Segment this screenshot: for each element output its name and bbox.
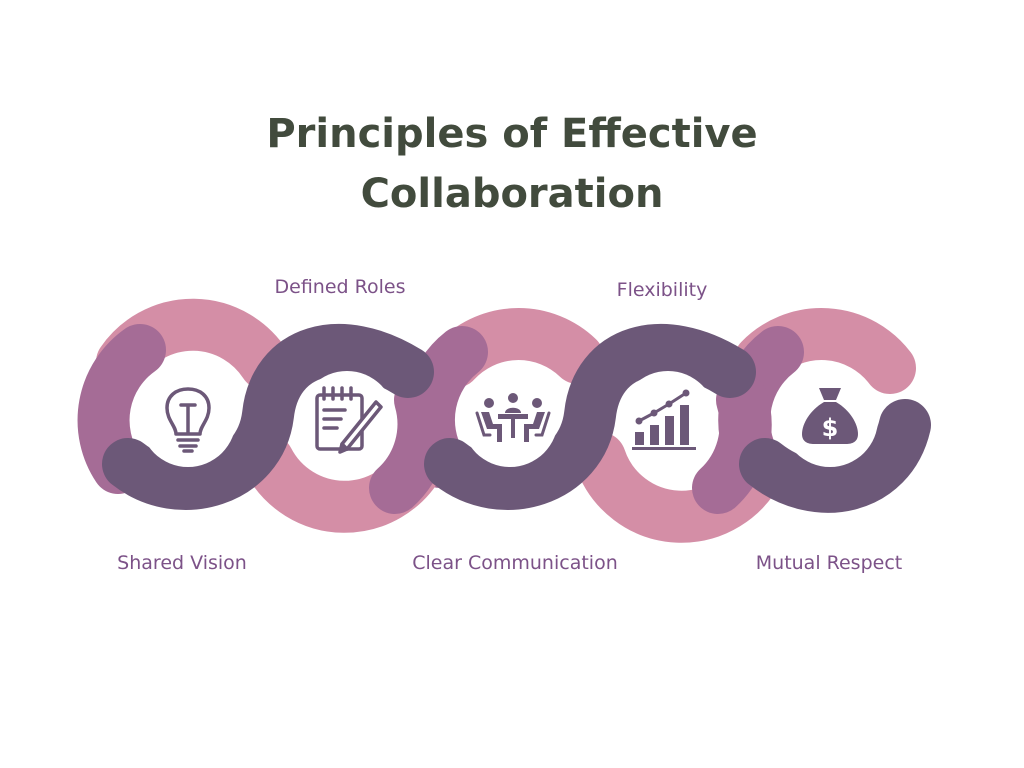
band-purple-1: [102, 324, 434, 510]
principle-label-defined-roles: Defined Roles: [274, 276, 406, 298]
meeting-table-icon: [475, 393, 551, 442]
notepad-pencil-icon: [315, 386, 383, 454]
chain-bands-front: [102, 324, 931, 513]
page-title: Principles of Effective Collaboration: [0, 104, 1024, 224]
icon-circle-2: [299, 371, 395, 467]
band-mauve-4: [369, 374, 450, 514]
title-line-2: Collaboration: [360, 171, 664, 217]
lightbulb-icon: [165, 387, 211, 453]
principle-label-flexibility: Flexibility: [616, 279, 708, 301]
band-mauve-5: [692, 374, 772, 514]
principle-label-mutual-respect: Mutual Respect: [755, 552, 903, 574]
icon-circles: [140, 371, 878, 467]
money-bag-icon: $: [802, 388, 858, 444]
principle-label-shared-vision: Shared Vision: [117, 552, 247, 574]
title-line-1: Principles of Effective: [266, 111, 758, 157]
band-purple-2: [424, 324, 756, 510]
growth-chart-icon: [632, 389, 696, 450]
band-purple-3: [739, 399, 931, 513]
principle-label-clear-communication: Clear Communication: [412, 552, 618, 574]
svg-text:$: $: [822, 414, 839, 442]
